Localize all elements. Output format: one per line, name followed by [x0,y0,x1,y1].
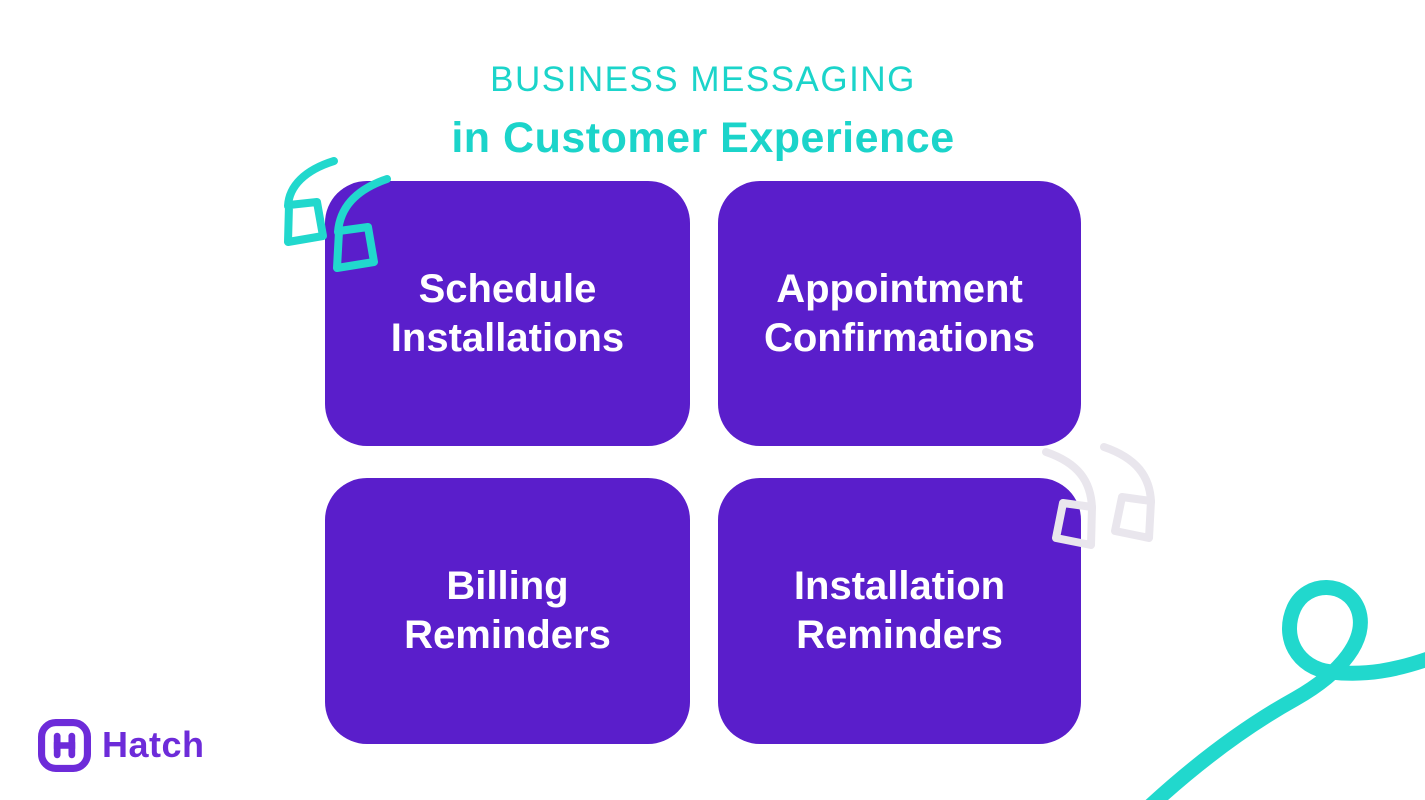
card-label: Appointment Confirmations [763,266,1036,360]
quote-swoosh [1100,443,1155,506]
hatch-logo: Hatch [38,718,205,772]
hatch-logo-icon [38,718,91,772]
quote-box [284,198,327,246]
eyebrow-title: BUSINESS MESSAGING [490,60,916,99]
card-billing-reminders: Billing Reminders [325,478,690,744]
card-label: Installation Reminders [793,564,1006,657]
hatch-logo-text: Hatch [102,724,205,765]
squiggle-icon [1145,580,1425,800]
card-appointment-confirmations: Appointment Confirmations [718,181,1081,446]
card-grid: Schedule Installations Appointment Confi… [325,181,1081,744]
card-schedule-installations: Schedule Installations [325,181,690,446]
card-label: Schedule Installations [390,266,625,360]
page-title: in Customer Experience [451,114,955,162]
card-label: Billing Reminders [404,564,611,657]
quote-box [1111,493,1155,542]
card-installation-reminders: Installation Reminders [718,478,1081,744]
